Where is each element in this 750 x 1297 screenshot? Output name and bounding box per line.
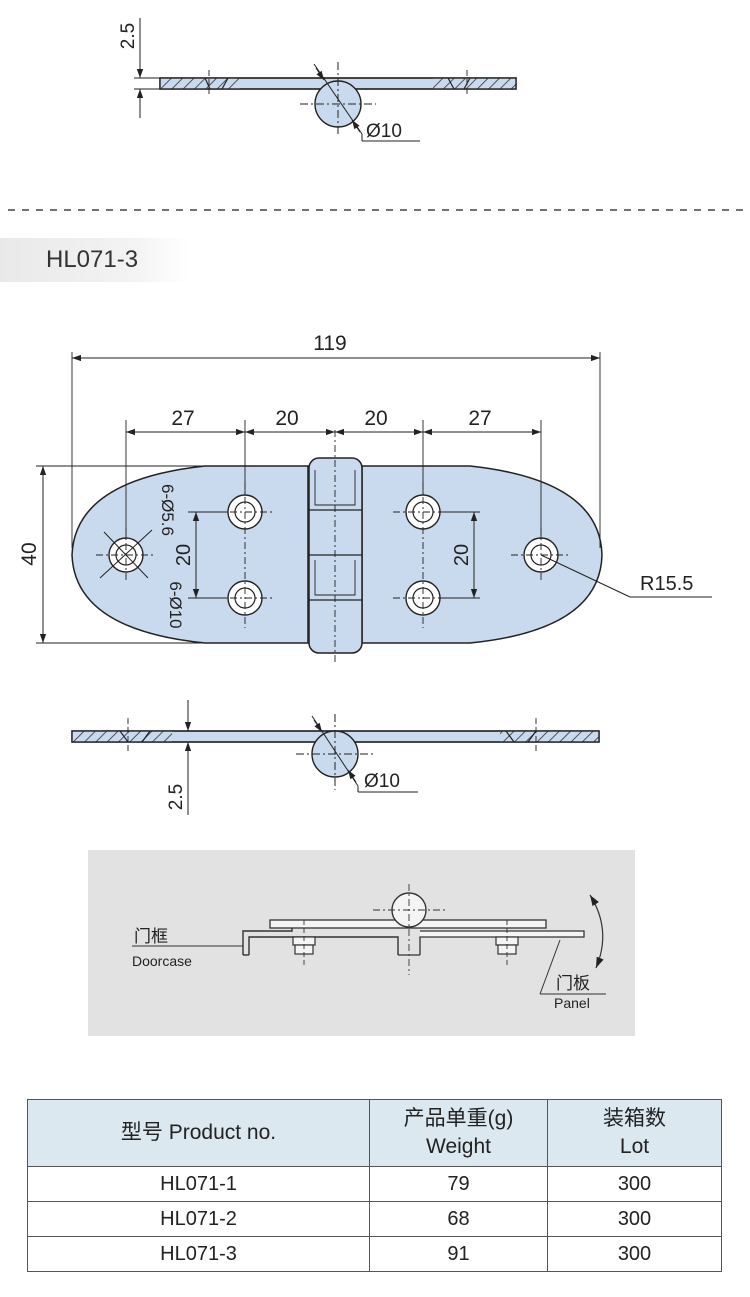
height-label: 40 xyxy=(18,542,41,565)
pitch-right-inner-label: 20 xyxy=(364,407,387,430)
model-tag: HL071-3 xyxy=(0,238,190,282)
top-thickness-label: 2.5 xyxy=(118,23,139,49)
front-view: 119 27 20 20 27 40 20 20 6-Ø5.6 6-Ø10 xyxy=(18,332,712,665)
panel-label-cn: 门板 xyxy=(556,974,590,993)
pitch-right-outer-label: 27 xyxy=(468,407,491,430)
cell-product-no: HL071-1 xyxy=(27,1166,370,1202)
table-row: HL071-2 68 300 xyxy=(27,1201,722,1237)
bottom-pin-label: Ø10 xyxy=(364,771,400,792)
cell-weight: 68 xyxy=(369,1201,548,1237)
top-side-view: 2.5 Ø10 xyxy=(118,18,517,142)
bottom-thickness-label: 2.5 xyxy=(166,784,187,810)
installation-panel-bg xyxy=(88,850,635,1036)
cell-weight: 79 xyxy=(369,1166,548,1202)
radius-label: R15.5 xyxy=(640,573,693,595)
vertical-pitch-left-label: 20 xyxy=(173,544,195,566)
countersink-label: 6-Ø5.6 xyxy=(158,484,177,536)
hole-label: 6-Ø10 xyxy=(166,581,185,628)
cell-weight: 91 xyxy=(369,1236,548,1272)
installation-diagram: 门框 Doorcase 门板 Panel xyxy=(88,850,635,1036)
header-weight: 产品单重(g)Weight xyxy=(369,1099,548,1167)
table-row: HL071-3 91 300 xyxy=(27,1236,722,1272)
doorcase-label-en: Doorcase xyxy=(132,953,192,969)
panel-label-en: Panel xyxy=(554,995,590,1011)
top-pin-label: Ø10 xyxy=(366,121,402,142)
vertical-pitch-right-label: 20 xyxy=(451,544,473,566)
overall-length-label: 119 xyxy=(313,332,346,355)
bottom-side-view: 2.5 Ø10 xyxy=(71,700,600,815)
pitch-left-inner-label: 20 xyxy=(275,407,298,430)
table-row: HL071-1 79 300 xyxy=(27,1166,722,1202)
pitch-left-outer-label: 27 xyxy=(171,407,194,430)
cell-lot: 300 xyxy=(547,1236,722,1272)
cell-lot: 300 xyxy=(547,1201,722,1237)
cell-product-no: HL071-3 xyxy=(27,1236,370,1272)
header-product-no: 型号 Product no. xyxy=(27,1099,370,1167)
doorcase-label-cn: 门框 xyxy=(134,927,168,946)
cell-product-no: HL071-2 xyxy=(27,1201,370,1237)
cell-lot: 300 xyxy=(547,1166,722,1202)
